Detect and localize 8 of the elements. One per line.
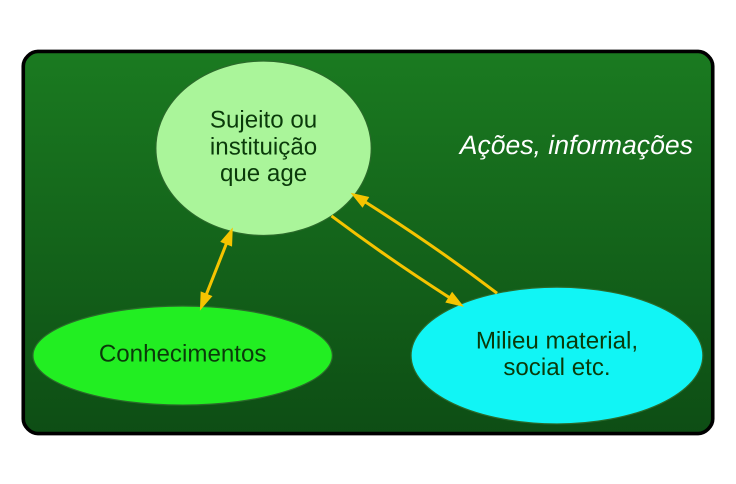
label: Ações, informações xyxy=(460,129,693,160)
cluster xyxy=(21,49,715,435)
arrow xyxy=(330,214,464,306)
node-ellipse: Sujeito ou instituição que age xyxy=(155,60,372,236)
node-ellipse: Conhecimentos xyxy=(32,304,333,406)
arrow xyxy=(200,226,233,310)
node-ellipse: Milieu material, social etc. xyxy=(410,286,704,424)
arrow xyxy=(350,192,498,294)
